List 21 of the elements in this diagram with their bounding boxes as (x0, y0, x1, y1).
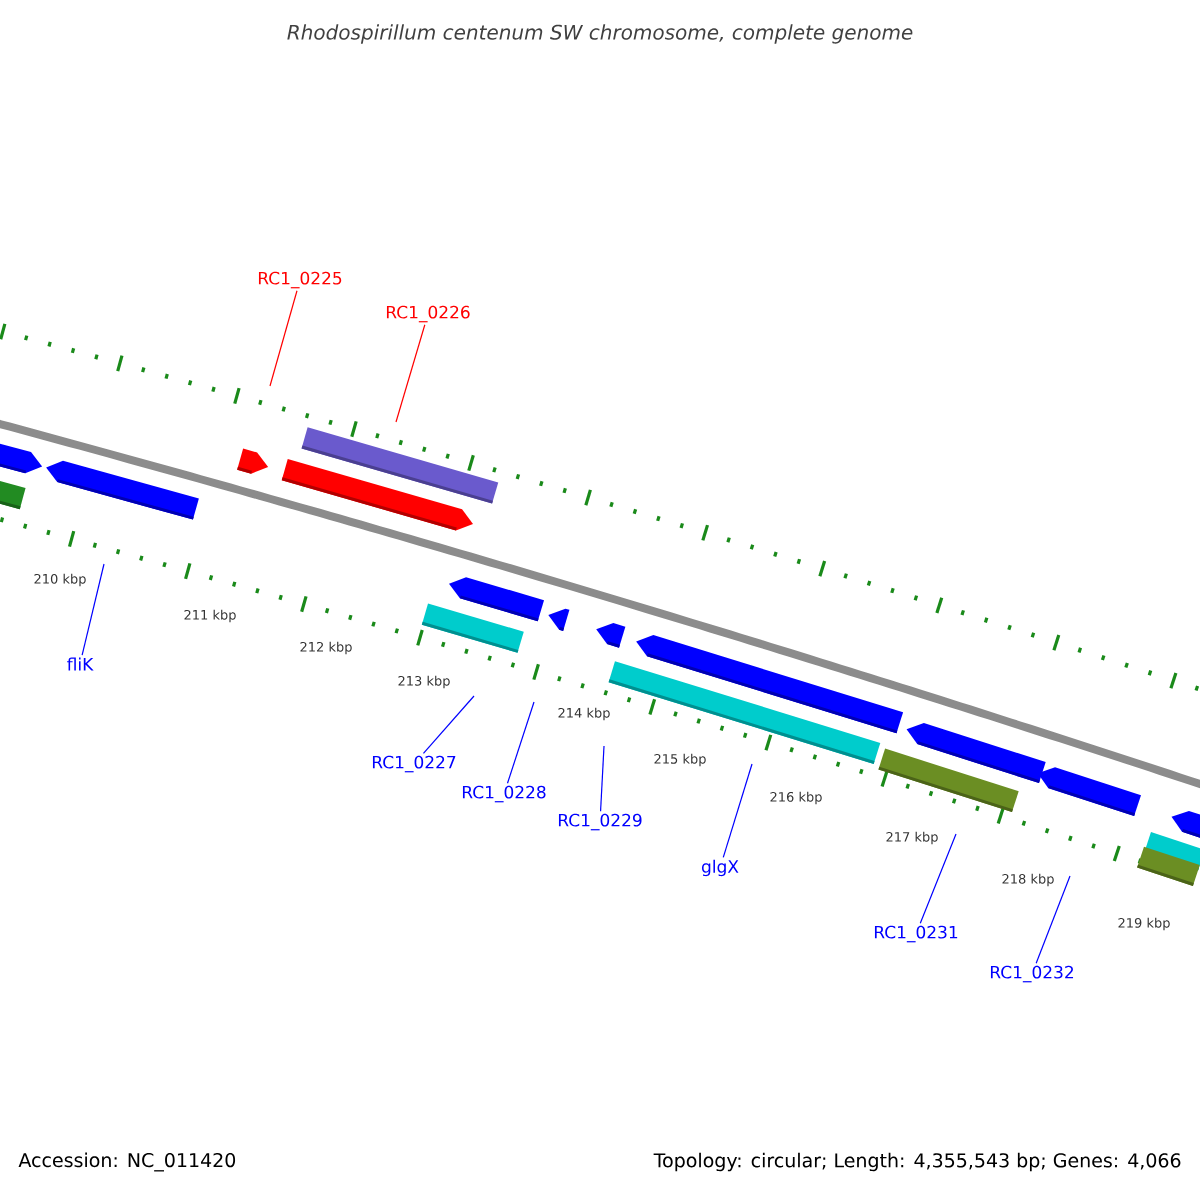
gene-label: fliK (67, 657, 94, 671)
gene-label: glgX (701, 859, 739, 877)
leader-line (599, 745, 605, 812)
leader-line (81, 563, 105, 656)
leader-line (722, 763, 753, 858)
leader-line (506, 701, 535, 784)
gene-label: RC1_0229 (558, 813, 642, 831)
gene-label: RC1_0227 (372, 755, 456, 773)
gene-label: RC1_0226 (386, 305, 470, 323)
gene-label: RC1_0231 (874, 925, 958, 943)
leader-line (1035, 875, 1071, 964)
leader-line (919, 833, 957, 924)
leader-line (395, 324, 426, 423)
footer-text: Accession: NC_011420 (18, 1152, 236, 1172)
leader-line (269, 290, 298, 387)
title: Rhodospirillum centenum SW chromosome, complete genome (287, 24, 913, 44)
leader-line (422, 695, 475, 754)
gene-label: RC1_0232 (990, 965, 1074, 983)
footer-text: Topology: circular; Length: 4,355,543 bp; Genes: 4,066 (653, 1152, 1181, 1172)
gene-label: RC1_0228 (462, 785, 546, 803)
gene-label: RC1_0225 (258, 271, 342, 289)
